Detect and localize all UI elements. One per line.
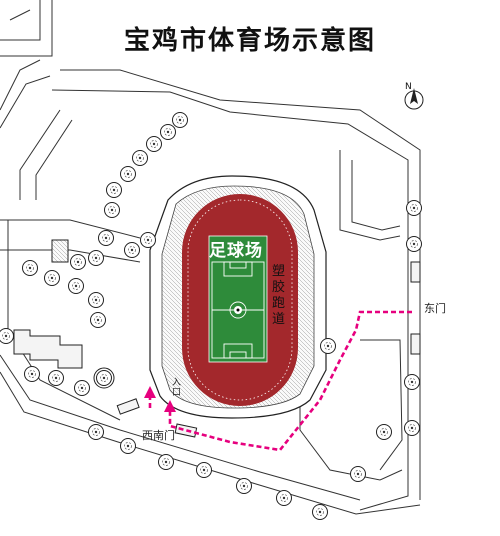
south-west-gate-label: 西南门	[142, 429, 175, 442]
tree-icon	[404, 374, 420, 390]
north-arrow-icon	[404, 88, 424, 110]
site-roads	[0, 0, 421, 515]
tree-icon	[74, 380, 90, 396]
tree-icon	[24, 366, 40, 382]
tree-icon	[140, 232, 156, 248]
tree-icon	[120, 438, 136, 454]
entrance-arrow-icon	[164, 400, 176, 412]
tree-icon	[0, 328, 14, 344]
east-gate-label: 东门	[424, 302, 446, 315]
tree-icon	[120, 166, 136, 182]
tree-icon	[172, 112, 188, 128]
tree-icon	[22, 260, 38, 276]
tree-icon	[88, 292, 104, 308]
tree-icon	[90, 312, 106, 328]
entrance-arrow-icon	[144, 386, 156, 398]
tree-icon	[236, 478, 252, 494]
tree-icon	[406, 236, 422, 252]
tree-icon	[88, 250, 104, 266]
entrance-label: 入口	[172, 378, 182, 398]
buildings	[13, 239, 421, 438]
tree-icon	[106, 182, 122, 198]
tree-icon	[404, 420, 420, 436]
route	[144, 310, 412, 452]
football-field	[208, 235, 268, 363]
tree-icon	[68, 278, 84, 294]
tree-icon	[350, 466, 366, 482]
football-field-label: 足球场	[209, 241, 263, 261]
left-road	[0, 59, 73, 200]
tree-icon	[146, 136, 162, 152]
tree-icon	[196, 462, 212, 478]
tree-icon	[48, 370, 64, 386]
tree-icon	[132, 150, 148, 166]
tree-icon	[124, 242, 140, 258]
tree-icon	[276, 490, 292, 506]
tree-icon	[104, 202, 120, 218]
tree-icon	[70, 254, 86, 270]
tree-icon	[320, 338, 336, 354]
tree-icon	[88, 424, 104, 440]
tree-icon	[160, 124, 176, 140]
track-label: 塑胶跑道	[272, 264, 286, 327]
map-title: 宝鸡市体育场示意图	[123, 26, 376, 56]
tree-icon	[406, 200, 422, 216]
tree-icon	[376, 424, 392, 440]
tree-icon	[98, 230, 114, 246]
tree-icon	[158, 454, 174, 470]
tree-icon	[96, 370, 112, 386]
tree-icon	[44, 270, 60, 286]
tree-icon	[312, 504, 328, 520]
north-label: N	[405, 82, 412, 92]
stadium	[149, 175, 327, 419]
